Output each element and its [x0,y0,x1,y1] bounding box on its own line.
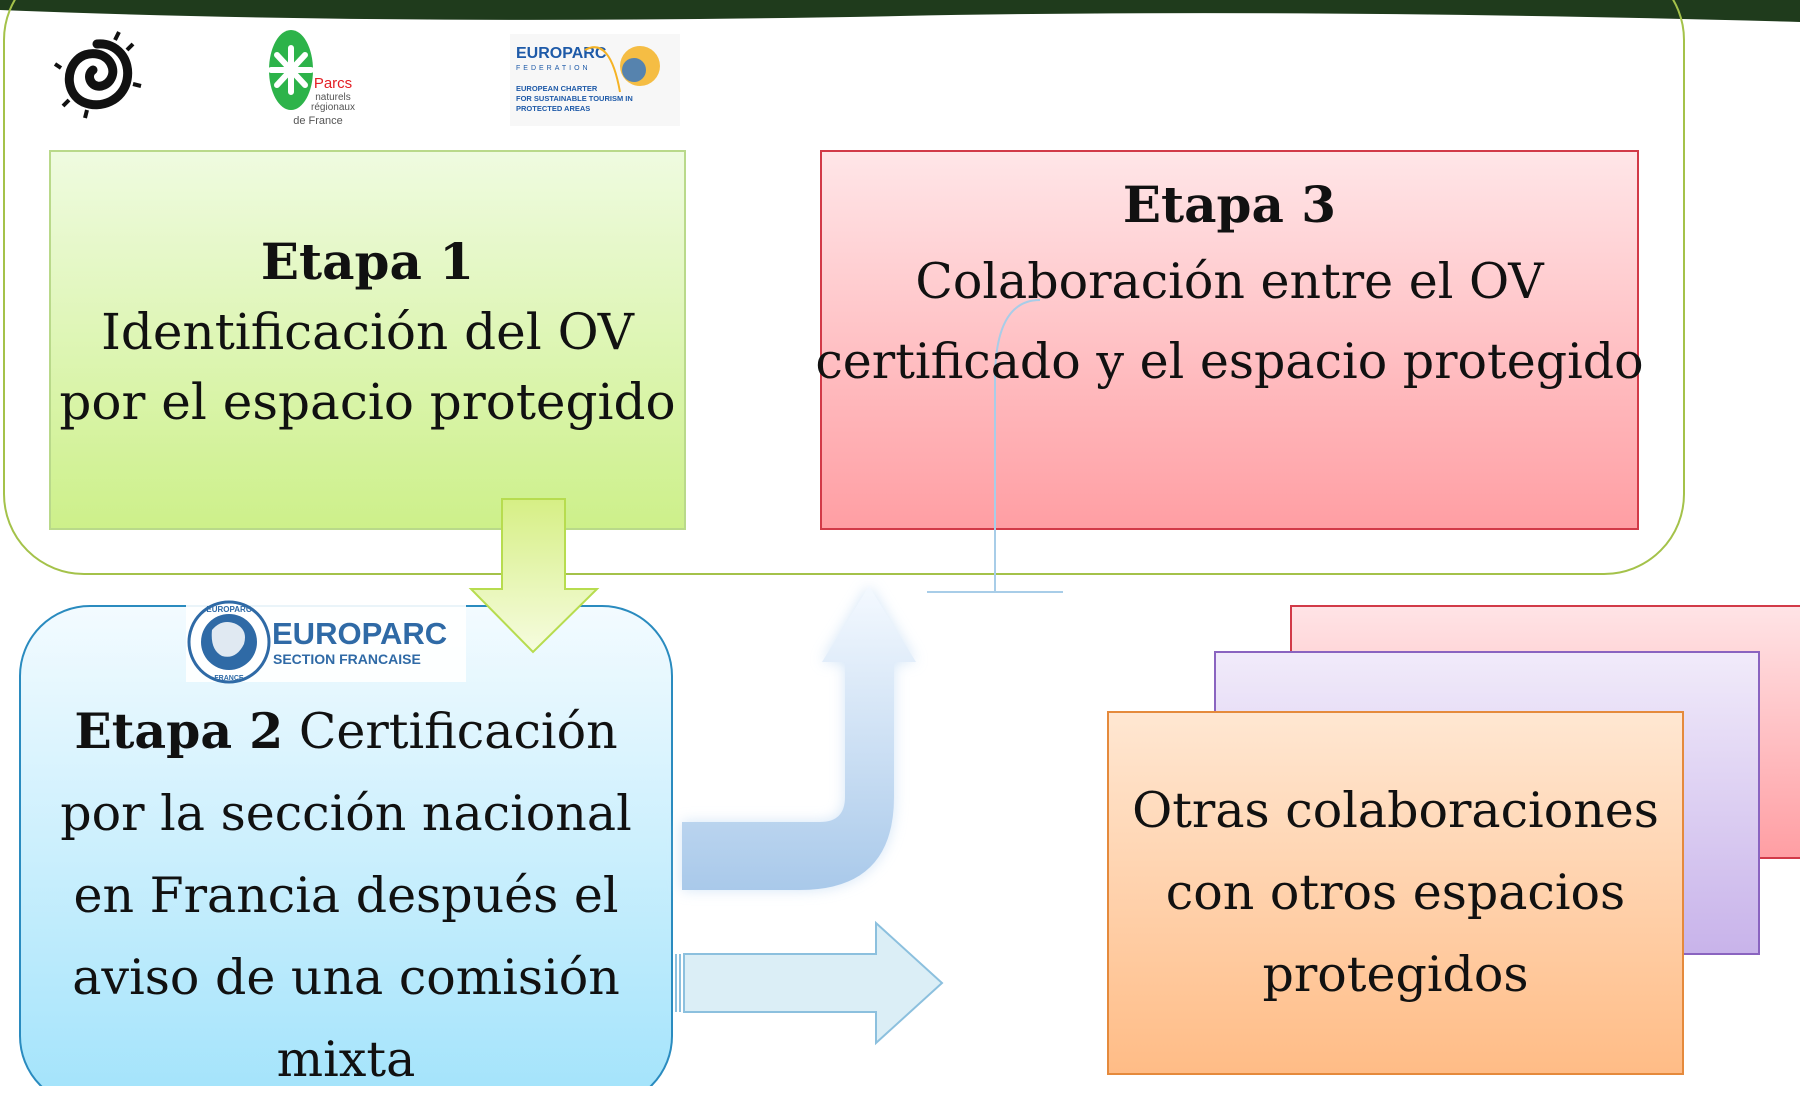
etapa-2-line-1: Etapa 2 Certificación [74,690,617,773]
etapa-2-title: Etapa 2 [74,702,284,760]
europarc-charter-line-2: FOR SUSTAINABLE TOURISM IN [516,94,633,103]
etapa-1-text: Etapa 1 Identificación del OV por el esp… [50,227,685,467]
otras-colaboraciones-box [1107,711,1684,1075]
arrow-etapa2-to-etapa3 [682,586,916,890]
europarc-federation-sub: FEDERATION [516,65,591,72]
etapa-3-line-1: Colaboración entre el OV [915,253,1544,310]
etapa-2-line-5: mixta [276,1031,416,1088]
etapa-3-line-2: certificado y el espacio protegido [815,333,1644,390]
stage-group-outline [3,0,1685,575]
otras-line-3: protegidos [1262,946,1529,1003]
etapa-2-line-1-rest: Certificación [283,703,618,760]
europarc-federation-logo: EUROPARC FEDERATION EUROPEAN CHARTER FOR… [510,34,680,126]
otras-line-2: con otros espacios [1165,864,1626,921]
parcs-logo-line-3: régionaux [311,102,355,113]
parcs-naturels-logo: Parcs naturels régionaux de France [268,30,355,127]
etapa-1-title: Etapa 1 [260,232,475,291]
etapa-1-line-2: por el espacio protegido [59,373,676,431]
arrow-etapa2-to-otras [675,920,944,1046]
parcs-logo-line-2: naturels [315,92,351,103]
europarc-federation-name: EUROPARC [516,45,607,62]
etapa-1-line-1: Identificación del OV [101,303,634,361]
etapa-2-line-3: en Francia después el [73,867,619,924]
europarc-ring-top: EUROPARC [206,605,251,614]
arrow-etapa1-to-etapa2 [468,498,600,654]
europarc-section-francaise-logo: EUROPARC FRANCE EUROPARC SECTION FRANCAI… [186,600,466,684]
parcs-logo-line-1: Parcs [314,75,352,92]
etapa-3-text: Etapa 3 Colaboración entre el OV certifi… [815,168,1643,408]
etapa-2-line-4: aviso de una comisión [72,949,620,1006]
europarc-section-sub: SECTION FRANCAISE [273,651,421,667]
otras-line-1: Otras colaboraciones [1132,782,1659,839]
etapa-2-line-2: por la sección nacional [60,785,632,842]
europarc-charter-line-3: PROTECTED AREAS [516,104,590,113]
connector-line [927,299,1063,593]
otras-colaboraciones-text: Otras colaboraciones con otros espacios … [1108,770,1683,1020]
parcs-logo-line-4: de France [293,115,343,127]
europarc-section-name: EUROPARC [272,616,447,651]
etapa-3-title: Etapa 3 [1122,175,1337,234]
europarc-charter-line-1: EUROPEAN CHARTER [516,84,598,93]
top-band [0,0,1800,22]
etapa-1-box [49,150,686,530]
etapa-3-box [820,150,1639,530]
etapa-2-text: Etapa 2 Certificación por la sección nac… [20,690,672,1088]
europarc-ring-bottom: FRANCE [214,675,243,682]
spiral-logo [53,31,142,119]
